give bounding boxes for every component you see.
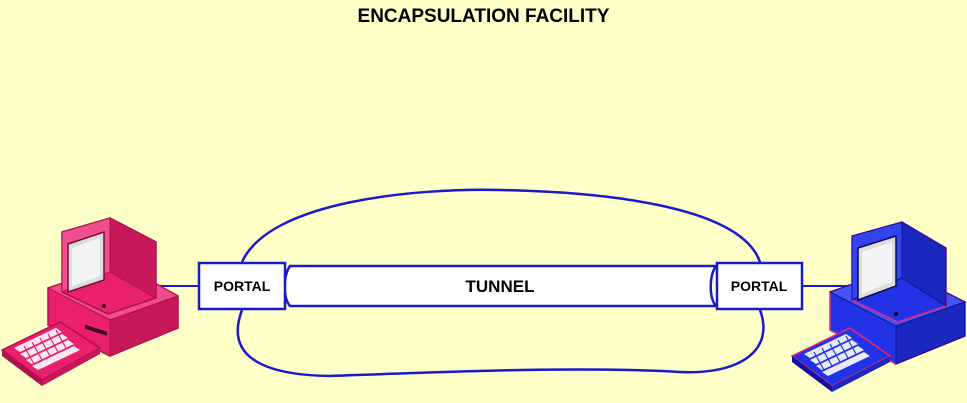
diagram-title: ENCAPSULATION FACILITY	[357, 6, 610, 27]
left-portal-label: PORTAL	[214, 278, 271, 294]
left-portal: PORTAL	[197, 261, 287, 311]
right-portal: PORTAL	[715, 261, 804, 311]
tunnel: TUNNEL	[283, 264, 722, 308]
tunnel-label: TUNNEL	[466, 277, 535, 296]
connection-loop-bottom	[236, 309, 765, 378]
connection-loop-top	[240, 188, 762, 263]
right-portal-label: PORTAL	[731, 278, 788, 294]
right-computer-icon	[790, 221, 967, 392]
left-computer-icon	[0, 217, 180, 386]
